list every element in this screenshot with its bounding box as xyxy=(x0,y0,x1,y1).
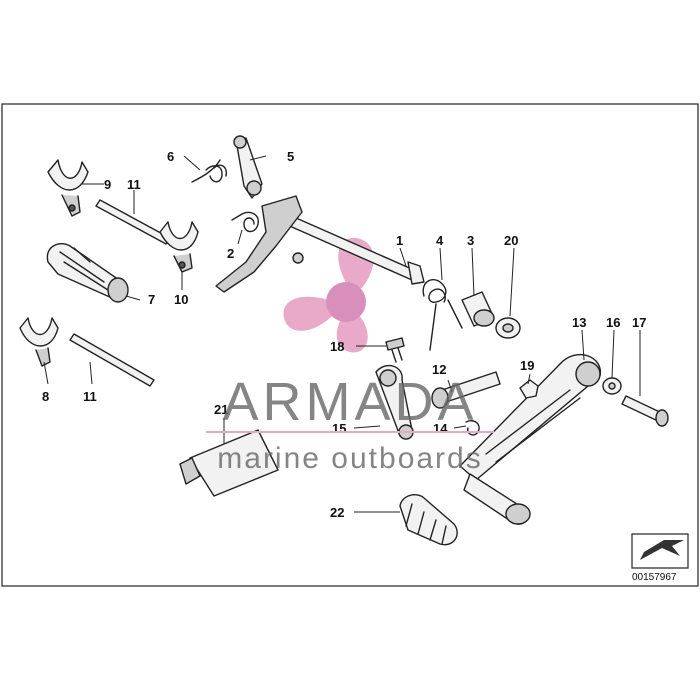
callout-5: 5 xyxy=(287,149,294,164)
part-bolt-17 xyxy=(621,395,669,427)
part-shift-fork-10 xyxy=(159,221,199,273)
part-fork-shaft-11b xyxy=(69,333,155,387)
part-bushing-3 xyxy=(461,291,495,327)
watermark-tagline: marine outboards xyxy=(217,442,482,475)
callout-4: 4 xyxy=(436,233,444,248)
part-spring-6 xyxy=(191,159,228,183)
arrow-icon xyxy=(640,540,684,560)
leader-lines xyxy=(43,155,641,513)
callout-10: 10 xyxy=(174,292,188,307)
part-gear-lever-13 xyxy=(459,353,601,525)
part-pin-12 xyxy=(431,371,501,409)
callout-labels: 6 5 9 11 2 1 4 3 20 7 10 13 16 17 18 12 … xyxy=(42,149,646,520)
callout-7: 7 xyxy=(148,292,155,307)
part-bolt-18 xyxy=(385,337,405,363)
callout-8: 8 xyxy=(42,389,49,404)
callout-2: 2 xyxy=(227,246,234,261)
callout-19: 19 xyxy=(520,358,534,373)
propeller-blade-left xyxy=(283,296,336,331)
callout-3: 3 xyxy=(467,233,474,248)
part-shift-fork-9 xyxy=(47,159,89,217)
callout-16: 16 xyxy=(606,315,620,330)
callout-18: 18 xyxy=(330,339,344,354)
callout-12: 12 xyxy=(432,362,446,377)
part-shift-drum-7 xyxy=(46,243,129,303)
part-spring-4 xyxy=(422,278,463,351)
part-grease-tube-20 xyxy=(179,429,279,497)
part-lever-5 xyxy=(233,135,263,199)
callout-21: 20 xyxy=(504,233,518,248)
reference-symbol-box xyxy=(631,533,689,569)
propeller-blade-right xyxy=(336,312,368,353)
drawing-number: 00157967 xyxy=(632,572,677,583)
callout-1: 1 xyxy=(396,233,403,248)
propeller-hub xyxy=(326,282,366,322)
watermark-text: ARMADA marine outboards xyxy=(206,372,494,475)
callout-22: 22 xyxy=(330,505,344,520)
callout-9: 9 xyxy=(104,177,111,192)
part-washer-21 xyxy=(495,317,521,339)
part-rubber-grip-22 xyxy=(399,494,458,546)
callout-20: 21 xyxy=(214,402,228,417)
callout-11-top: 11 xyxy=(127,177,141,192)
part-spring-2 xyxy=(231,211,259,233)
watermark-brand: ARMADA xyxy=(222,372,477,432)
callout-13: 13 xyxy=(572,315,586,330)
part-shift-shaft-1 xyxy=(215,195,425,293)
callout-11-bottom: 11 xyxy=(83,389,97,404)
callout-6: 6 xyxy=(167,149,174,164)
part-shift-fork-8 xyxy=(19,317,59,367)
part-washer-16 xyxy=(602,377,622,395)
callout-17: 17 xyxy=(632,315,646,330)
